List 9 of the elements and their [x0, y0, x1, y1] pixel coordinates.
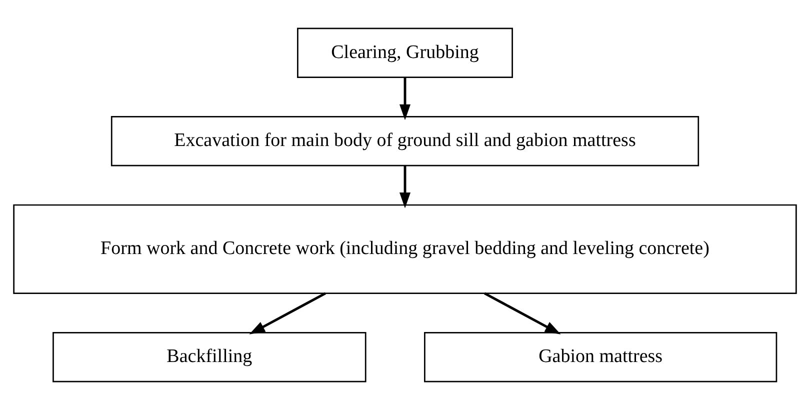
arrow	[249, 292, 326, 334]
node-box: Clearing, Grubbing	[297, 27, 513, 78]
arrow	[399, 165, 411, 208]
arrow	[484, 292, 561, 334]
node-box: Backfilling	[52, 332, 366, 382]
node-box: Gabion mattress	[424, 332, 778, 382]
arrow	[399, 77, 411, 120]
node-box: Excavation for main body of ground sill and gabion mattress	[110, 116, 700, 166]
node-box: Form work and Concrete work (including gravel bedding and leveling concrete)	[13, 204, 797, 294]
